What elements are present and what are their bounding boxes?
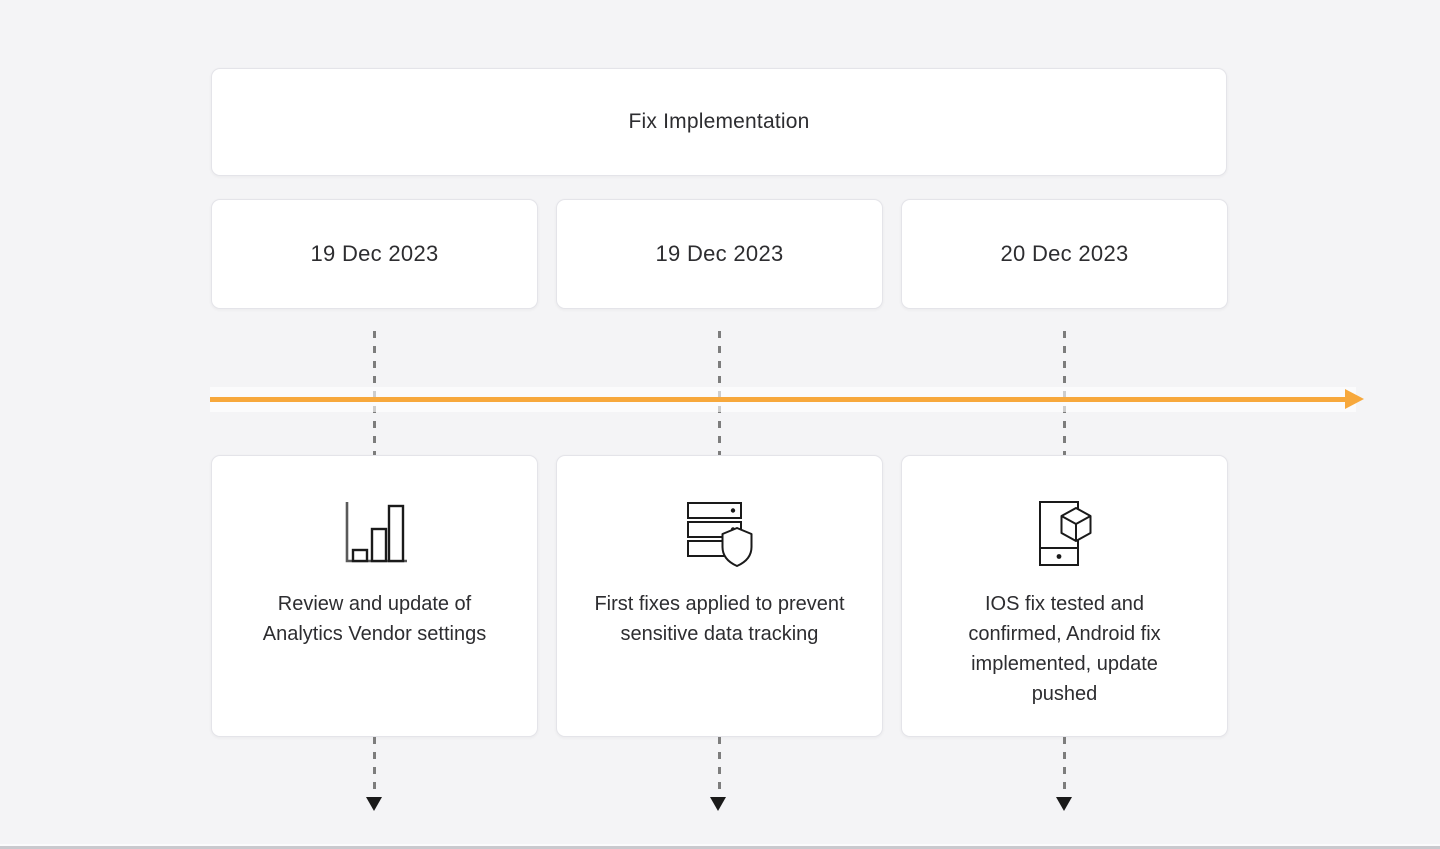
down-arrowhead-icon-3 — [1056, 797, 1072, 811]
connector-dashed-bottom-2 — [718, 737, 721, 794]
smartphone-package-icon — [1030, 498, 1100, 568]
bar-chart-icon — [340, 498, 410, 568]
milestone-2-description: First fixes applied to prevent sensitive… — [594, 593, 845, 645]
milestone-2-date: 19 Dec 2023 — [655, 241, 784, 266]
connector-dashed-bottom-1 — [373, 737, 376, 794]
timeline-axis-line — [210, 397, 1347, 402]
timeline-axis-arrowhead-icon — [1345, 389, 1364, 409]
milestone-1-date: 19 Dec 2023 — [310, 241, 439, 266]
timeline-title: Fix Implementation — [628, 110, 810, 133]
down-arrowhead-icon-2 — [710, 797, 726, 811]
down-arrowhead-icon-1 — [366, 797, 382, 811]
milestone-2-card: First fixes applied to prevent sensitive… — [556, 455, 883, 737]
milestone-3-card: IOS fix tested and confirmed, Android fi… — [901, 455, 1228, 737]
milestone-2-date-card: 19 Dec 2023 — [556, 199, 883, 309]
milestone-1-card: Review and update of Analytics Vendor se… — [211, 455, 538, 737]
timeline-title-card: Fix Implementation — [211, 68, 1227, 176]
window-bottom-edge — [0, 844, 1440, 849]
milestone-3-description: IOS fix tested and confirmed, Android fi… — [968, 593, 1161, 705]
milestone-3-date: 20 Dec 2023 — [1000, 241, 1129, 266]
connector-dashed-bottom-3 — [1063, 737, 1066, 794]
milestone-1-description: Review and update of Analytics Vendor se… — [262, 593, 487, 645]
milestone-3-date-card: 20 Dec 2023 — [901, 199, 1228, 309]
milestone-1-date-card: 19 Dec 2023 — [211, 199, 538, 309]
server-shield-icon — [685, 498, 755, 568]
